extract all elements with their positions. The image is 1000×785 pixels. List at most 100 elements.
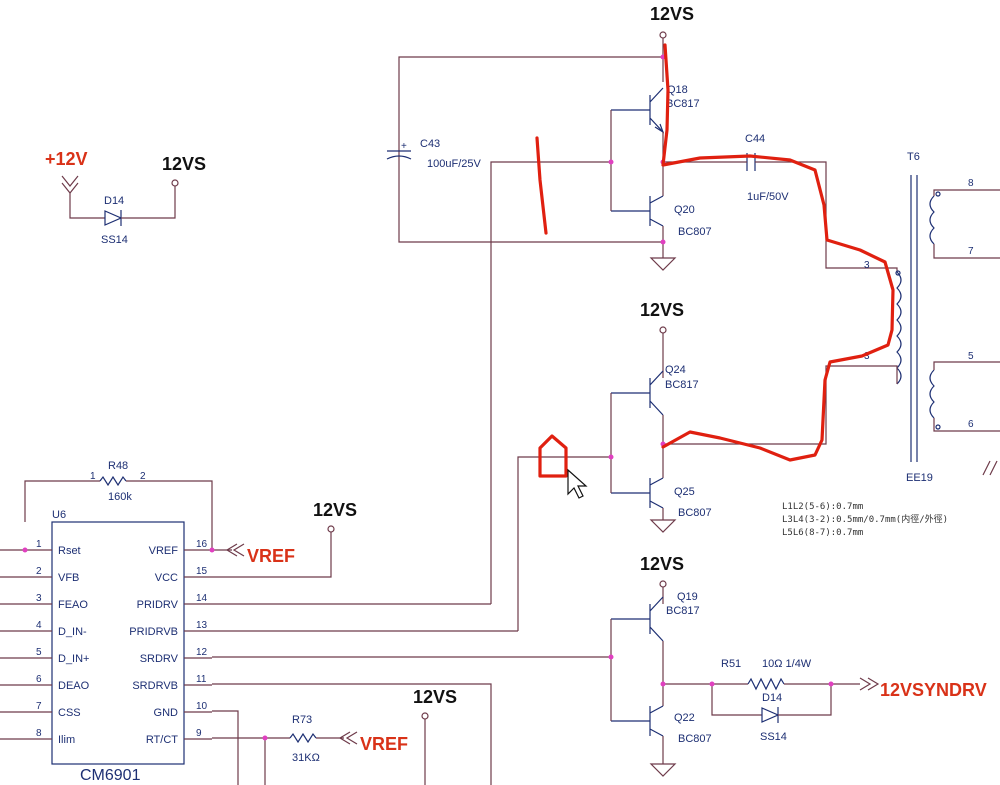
top-half-bridge: 12VS + C43 100uF/25V Q18 BC817 Q20 BC807…: [386, 4, 876, 604]
c44-ref: C44: [745, 133, 765, 145]
diode-icon: [104, 210, 123, 226]
chip-pin-name: Ilim: [58, 734, 75, 746]
r48-value: 160k: [108, 491, 132, 503]
v12vs-label-3: 12VS: [640, 300, 684, 320]
red-slash-mark: [535, 136, 548, 235]
c43-ref: C43: [420, 138, 440, 150]
chip-pin-number: 7: [36, 701, 42, 712]
q19-ref: Q19: [677, 591, 698, 603]
chip-pin-number: 6: [36, 674, 42, 685]
chip-pin-number: 10: [196, 701, 208, 712]
mouse-pointer-icon: [567, 468, 588, 499]
chip-pin-name: FEAO: [58, 599, 88, 611]
v12vs-label-4: 12VS: [640, 554, 684, 574]
pnp-transistor-icon: [611, 705, 664, 737]
c44-value: 1uF/50V: [747, 191, 789, 203]
chip-pin-name: SRDRV: [140, 653, 179, 665]
winding-notes: L1L2(5-6):0.7mm L3L4(3-2):0.5mm/0.7mm(内徑…: [782, 502, 948, 538]
chip-part: CM6901: [80, 767, 141, 784]
power-port-icon: [421, 712, 429, 720]
r73-ref: R73: [292, 714, 312, 726]
v12vs-label-2: 12VS: [650, 4, 694, 24]
transformer-core: [910, 175, 918, 462]
input-diode-block: +12V D14 SS14 12VS: [45, 149, 206, 246]
q25-ref: Q25: [674, 486, 695, 498]
middle-half-bridge: 12VS Q24 BC817 Q25 BC807: [517, 300, 876, 631]
power-port-icon: [659, 326, 667, 334]
d14-top-value: SS14: [101, 234, 128, 246]
power-port-icon: [659, 31, 667, 39]
r48-ref: R48: [108, 460, 128, 472]
secondary-coil-icon: [929, 195, 935, 245]
transformer-t6: T6 3 3 8 7 5 6 EE19: [864, 151, 1000, 484]
chip-pin-number: 3: [36, 593, 42, 604]
secondary-coil-icon: [929, 369, 935, 419]
t6-pin-6: 6: [968, 419, 974, 430]
controller-u6: U6 CM6901 1Rset2VFB3FEAO4D_IN-5D_IN+6DEA…: [0, 460, 611, 785]
power-port-icon: [327, 525, 335, 533]
chip-ref: U6: [52, 509, 66, 521]
chip-pin-name: PRIDRV: [137, 599, 179, 611]
q19-value: BC817: [666, 605, 700, 617]
junction-dots: [22, 54, 834, 741]
primary-coil-icon: [896, 271, 902, 385]
port-arrow-icon: [225, 543, 245, 557]
resistor-icon: [289, 732, 317, 744]
plus12v-label: +12V: [45, 149, 88, 169]
q20-ref: Q20: [674, 204, 695, 216]
r48-pin1: 1: [90, 471, 96, 482]
power-input-arrow-icon: [61, 175, 79, 194]
sync-driver: 12VS Q19 BC817 Q22 BC807 R51 10Ω 1/4W D1…: [610, 554, 987, 777]
chip-pin-number: 13: [196, 620, 208, 631]
r73-value: 31KΩ: [292, 752, 320, 764]
q24-ref: Q24: [665, 364, 686, 376]
chip-pin-number: 16: [196, 539, 208, 550]
note-line-3: L5L6(8-7):0.7mm: [782, 528, 863, 538]
npn-transistor-icon: [611, 87, 664, 133]
note-line-1: L1L2(5-6):0.7mm: [782, 502, 863, 512]
chip-pin-number: 4: [36, 620, 42, 631]
chip-pin-name: D_IN+: [58, 653, 90, 665]
q24-value: BC817: [665, 379, 699, 391]
r51-ref: R51: [721, 658, 741, 670]
plus-sign: +: [401, 141, 407, 152]
r51-value: 10Ω 1/4W: [762, 658, 812, 670]
chip-body: [51, 521, 185, 765]
q18-value: BC817: [666, 98, 700, 110]
t6-pin-7: 7: [968, 246, 974, 257]
q25-value: BC807: [678, 507, 712, 519]
chip-pin-name: CSS: [58, 707, 81, 719]
pnp-transistor-icon: [611, 477, 664, 509]
t6-ref: T6: [907, 151, 920, 163]
red-house-mark: [538, 434, 568, 478]
chip-pin-number: 2: [36, 566, 42, 577]
chip-pin-number: 5: [36, 647, 42, 658]
npn-transistor-icon: [611, 596, 664, 642]
q22-value: BC807: [678, 733, 712, 745]
chip-pin-name: VREF: [149, 545, 179, 557]
port-arrow-icon: [859, 677, 880, 691]
chip-pin-name: PRIDRVB: [129, 626, 178, 638]
chip-pin-number: 15: [196, 566, 208, 577]
capacitor-icon: [386, 150, 412, 160]
chip-pin-number: 14: [196, 593, 208, 604]
chip-pin-number: 1: [36, 539, 42, 550]
chip-pin-name: VCC: [155, 572, 178, 584]
t6-pin-5: 5: [968, 351, 974, 362]
d14-top-ref: D14: [104, 195, 124, 207]
r48-pin2: 2: [140, 471, 146, 482]
syndrv-label: 12VSYNDRV: [880, 680, 987, 700]
ground-icon: [649, 257, 677, 271]
chip-pin-name: RT/CT: [146, 734, 178, 746]
chip-pin-name: SRDRVB: [132, 680, 178, 692]
t6-pin-3b: 3: [864, 351, 870, 362]
chip-pin-number: 8: [36, 728, 42, 739]
chip-pin-name: Rset: [58, 545, 81, 557]
note-line-2: L3L4(3-2):0.5mm/0.7mm(内徑/外徑): [782, 513, 948, 525]
chip-pin-name: DEAO: [58, 680, 90, 692]
diode-icon: [761, 707, 780, 723]
pnp-transistor-icon: [611, 195, 664, 227]
npn-transistor-icon: [611, 370, 664, 416]
